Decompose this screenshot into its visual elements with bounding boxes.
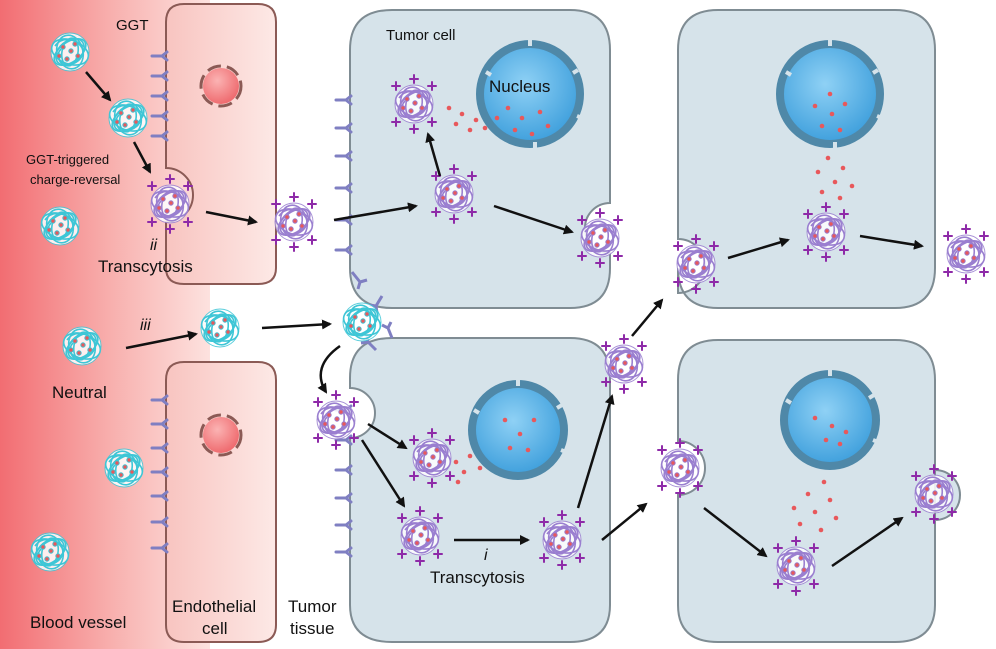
nucleus-cell-2 (468, 380, 568, 480)
label-ggt-triggered-1: GGT-triggered (26, 152, 109, 167)
label-neutral: Neutral (52, 383, 107, 402)
label-nucleus: Nucleus (489, 77, 550, 96)
tumor-cell-4 (677, 339, 961, 643)
label-tumor-tissue-1: Tumor (288, 597, 337, 616)
nucleus-cell-1 (476, 40, 584, 148)
endothelial-cell-bottom (165, 361, 277, 643)
endothelial-vesicle-bottom (199, 413, 243, 457)
label-route-ii: ii (150, 237, 158, 254)
label-tumor-cell: Tumor cell (386, 27, 455, 44)
label-ggt-triggered-2: charge-reversal (30, 172, 120, 187)
label-tumor-tissue-2: tissue (290, 619, 334, 638)
label-endothelial-1: Endothelial (172, 597, 256, 616)
label-endothelial-2: cell (202, 619, 228, 638)
endothelial-vesicle-top (199, 64, 243, 108)
drug-release-dots (446, 91, 855, 533)
endothelial-cell-top (165, 3, 277, 285)
label-transcytosis-top: Transcytosis (98, 257, 193, 276)
tumor-cell-2 (349, 337, 611, 643)
label-route-iii: iii (140, 317, 151, 334)
tumor-cell-1 (349, 9, 611, 309)
label-blood-vessel: Blood vessel (30, 613, 126, 632)
flow-arrows (85, 71, 924, 568)
label-transcytosis-bottom: Transcytosis (430, 568, 525, 587)
np-cationic-2 (272, 193, 316, 251)
label-route-i: i (484, 547, 488, 564)
nucleus-cell-4 (780, 370, 880, 470)
label-ggt: GGT (116, 17, 149, 34)
np-cationic-8 (944, 225, 988, 283)
